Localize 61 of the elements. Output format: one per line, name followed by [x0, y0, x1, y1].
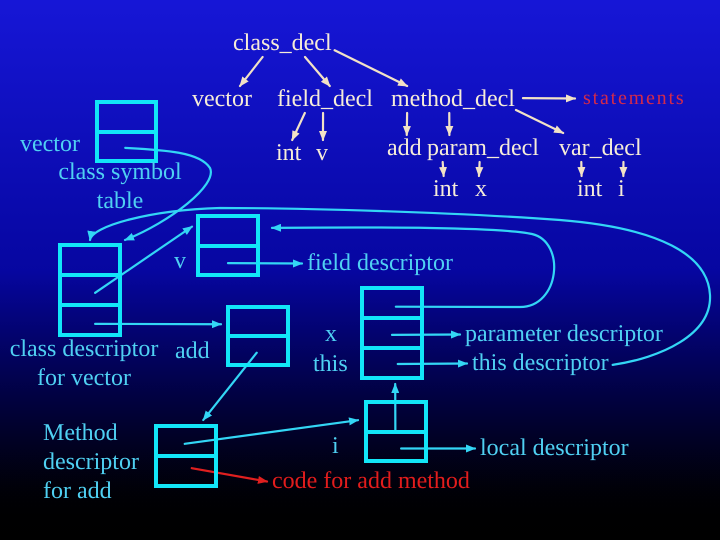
arrow [619, 160, 628, 178]
arrow [94, 226, 194, 294]
entry-name-label: i [332, 433, 339, 460]
entry-name-label: add [175, 338, 210, 365]
syntax-tree-label: int [276, 140, 302, 167]
arrow [400, 444, 476, 452]
descriptor-label: local descriptor [480, 435, 629, 462]
arrow [291, 112, 306, 142]
table-box [226, 305, 290, 367]
descriptor-label: parameter descriptor [465, 321, 663, 348]
arrow [334, 49, 408, 88]
table-box [196, 214, 260, 277]
arrow [514, 108, 564, 134]
arrow [190, 467, 268, 484]
arrow [390, 330, 462, 339]
arrow [445, 112, 454, 136]
descriptor-label: field descriptor [307, 250, 453, 277]
entry-name-label: x [325, 321, 337, 348]
curved-arrow [270, 224, 556, 308]
arrow [238, 56, 264, 88]
entry-name-label: this [313, 351, 348, 378]
syntax-tree-label: method_decl [391, 86, 515, 113]
arrow [94, 320, 222, 328]
entry-name-label: v [174, 248, 186, 275]
descriptor-label: this descriptor [472, 350, 609, 377]
syntax-tree-label: add [387, 135, 422, 162]
table-box [154, 424, 218, 488]
arrow [402, 112, 411, 136]
curved-arrow [124, 146, 212, 242]
table-box [360, 286, 424, 380]
arrow [522, 94, 576, 102]
syntax-tree-label: v [316, 140, 328, 167]
arrow [391, 382, 400, 432]
arrow [319, 112, 327, 142]
table-box [95, 100, 158, 163]
table-caption: class symbol table [57, 158, 183, 216]
arrow [577, 160, 586, 178]
entry-name-label: vector [20, 131, 80, 158]
arrow [202, 352, 258, 422]
arrow [226, 259, 304, 268]
syntax-tree-label: statements [583, 87, 686, 110]
curved-arrow [88, 206, 712, 366]
arrow [396, 360, 468, 368]
arrow [439, 160, 447, 178]
syntax-tree-label: vector [192, 86, 252, 113]
arrow [304, 56, 331, 88]
arrow [184, 417, 360, 445]
syntax-tree-label: i [618, 176, 625, 203]
arrow [475, 160, 484, 178]
syntax-tree-label: param_decl [427, 135, 539, 162]
table-caption: Method descriptor for add [43, 419, 140, 506]
table-box [58, 243, 122, 337]
syntax-tree-label: field_decl [277, 86, 373, 113]
syntax-tree-label: class_decl [233, 30, 332, 57]
syntax-tree-label: var_decl [559, 135, 642, 162]
syntax-tree-label: int [433, 176, 458, 203]
code-label: code for add method [272, 468, 470, 495]
syntax-tree-label: x [475, 176, 487, 203]
table-box [364, 400, 428, 463]
table-caption: class descriptor for vector [8, 335, 160, 393]
syntax-tree-label: int [577, 176, 602, 203]
